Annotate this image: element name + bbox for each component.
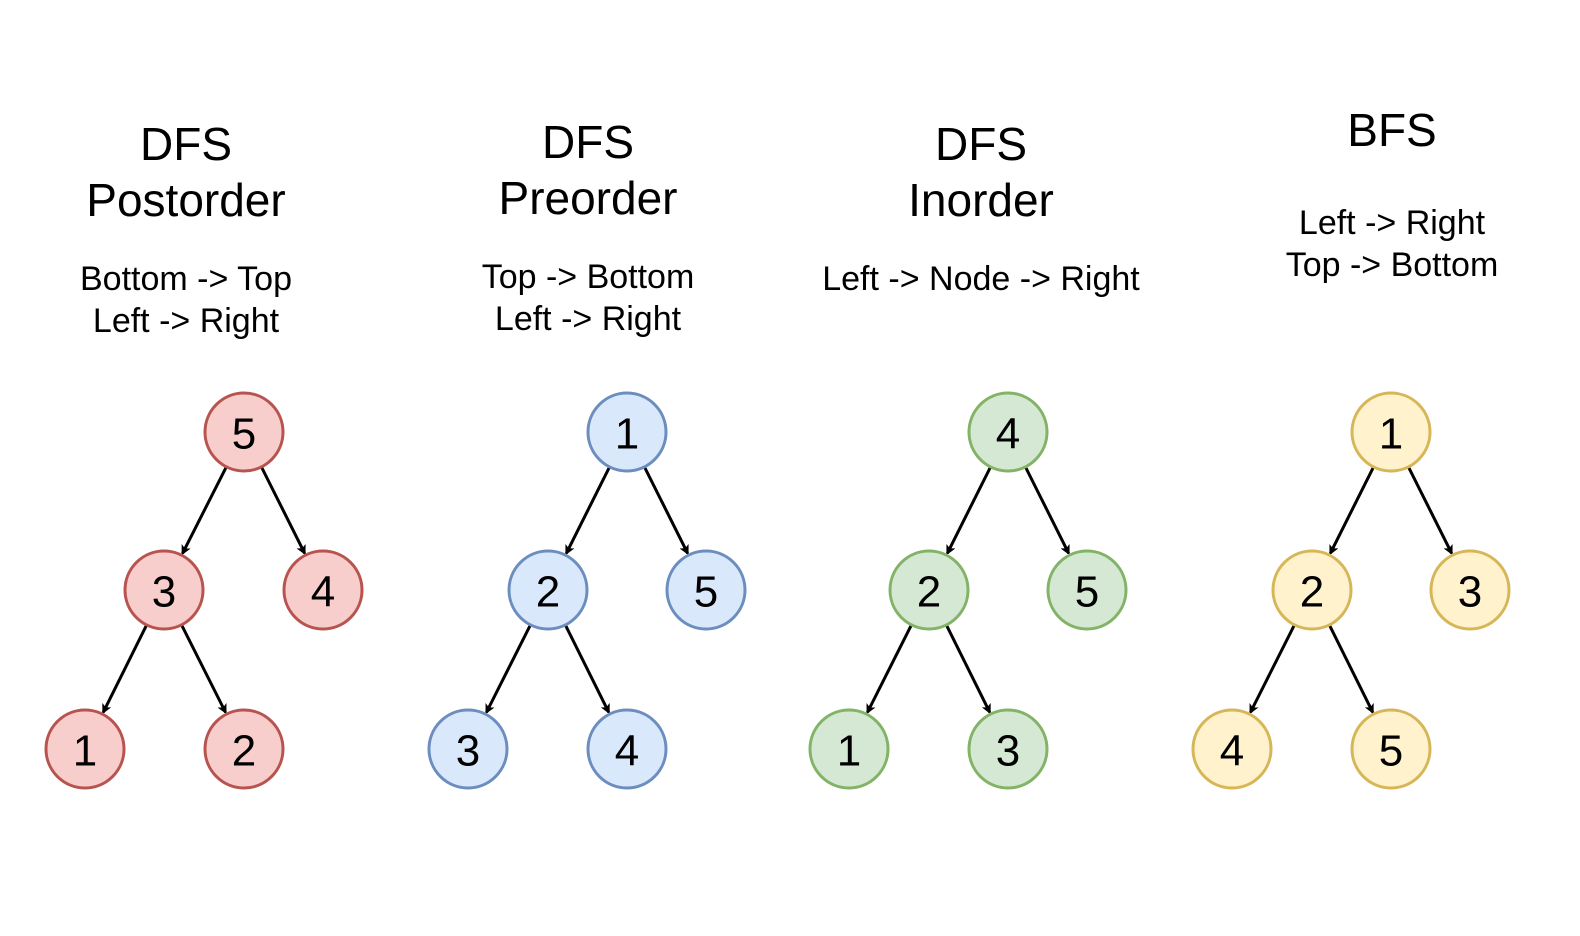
tree-node-circle bbox=[282, 549, 364, 631]
tree-node: 2 bbox=[1271, 549, 1353, 631]
tree-edge-arrow bbox=[181, 467, 228, 556]
tree-edge-arrow bbox=[1249, 625, 1296, 715]
tree-node: 5 bbox=[1350, 708, 1432, 790]
tree-edge-arrow bbox=[866, 625, 913, 715]
tree-node: 3 bbox=[123, 549, 205, 631]
tree-node-label: 2 bbox=[232, 727, 256, 776]
tree-node: 3 bbox=[427, 708, 509, 790]
tree-node-label: 1 bbox=[1379, 410, 1403, 459]
panel-order-description: Top -> Bottom bbox=[482, 258, 695, 296]
tree-node-label: 3 bbox=[996, 727, 1020, 776]
tree-edge-arrow bbox=[1328, 625, 1375, 715]
tree-node-label: 1 bbox=[615, 410, 639, 459]
tree-node-label: 1 bbox=[837, 727, 861, 776]
tree-node-circle bbox=[203, 708, 285, 790]
tree-node-circle bbox=[665, 549, 747, 631]
tree-node-label: 5 bbox=[232, 410, 256, 459]
panel-order-description: Left -> Node -> Right bbox=[822, 260, 1140, 298]
tree-node-circle bbox=[967, 391, 1049, 473]
panel-title-line: BFS bbox=[1347, 104, 1436, 156]
panel-order-description: Left -> Right bbox=[93, 302, 280, 340]
tree-node-label: 3 bbox=[456, 727, 480, 776]
tree-node-label: 4 bbox=[615, 727, 639, 776]
tree-node-label: 1 bbox=[73, 727, 97, 776]
tree-node-circle bbox=[1350, 708, 1432, 790]
tree-node-circle bbox=[1271, 549, 1353, 631]
tree-edge-arrow bbox=[564, 625, 611, 715]
tree-node-label: 4 bbox=[311, 568, 335, 617]
tree-node-circle bbox=[44, 708, 126, 790]
tree-node: 1 bbox=[586, 391, 668, 473]
tree-edge-arrow bbox=[945, 625, 992, 715]
tree-node: 1 bbox=[808, 708, 890, 790]
tree-node-circle bbox=[888, 549, 970, 631]
panel-title-line: DFS bbox=[542, 116, 634, 168]
tree-node: 2 bbox=[888, 549, 970, 631]
tree-node-circle bbox=[203, 391, 285, 473]
tree-node: 4 bbox=[1191, 708, 1273, 790]
tree-node: 5 bbox=[665, 549, 747, 631]
tree-node-label: 3 bbox=[1458, 568, 1482, 617]
panel-order-description: Left -> Right bbox=[495, 300, 682, 338]
tree-edge-arrow bbox=[1024, 467, 1071, 556]
tree-node-circle bbox=[586, 708, 668, 790]
tree-edge-arrow bbox=[1328, 467, 1375, 556]
tree-edge-arrow bbox=[945, 467, 992, 556]
tree-node-label: 5 bbox=[1075, 568, 1099, 617]
tree-node-circle bbox=[586, 391, 668, 473]
panel-title-line: DFS bbox=[140, 118, 232, 170]
tree-node-label: 5 bbox=[1379, 727, 1403, 776]
panel-title-line: Inorder bbox=[908, 174, 1054, 226]
tree-node-circle bbox=[1046, 549, 1128, 631]
tree-node: 2 bbox=[507, 549, 589, 631]
tree-edge-arrow bbox=[1407, 467, 1454, 556]
tree-edge-arrow bbox=[564, 467, 611, 556]
tree-edge-arrow bbox=[485, 625, 532, 715]
panel-title-line: Preorder bbox=[499, 172, 678, 224]
tree-node: 4 bbox=[586, 708, 668, 790]
tree-node-label: 2 bbox=[1300, 568, 1324, 617]
tree-node-circle bbox=[808, 708, 890, 790]
tree-node-circle bbox=[1350, 391, 1432, 473]
tree-edge-arrow bbox=[101, 625, 148, 715]
tree-node: 5 bbox=[1046, 549, 1128, 631]
tree-node-circle bbox=[1429, 549, 1511, 631]
tree-node: 1 bbox=[44, 708, 126, 790]
tree-node-label: 4 bbox=[1220, 727, 1244, 776]
tree-node: 5 bbox=[203, 391, 285, 473]
tree-node: 3 bbox=[967, 708, 1049, 790]
tree-edge-arrow bbox=[180, 625, 227, 715]
tree-node-circle bbox=[967, 708, 1049, 790]
tree-node: 3 bbox=[1429, 549, 1511, 631]
tree-node: 1 bbox=[1350, 391, 1432, 473]
panel-order-description: Bottom -> Top bbox=[80, 260, 292, 298]
tree-node-label: 3 bbox=[152, 568, 176, 617]
tree-node-circle bbox=[1191, 708, 1273, 790]
tree-node-label: 2 bbox=[536, 568, 560, 617]
panel-title-line: Postorder bbox=[86, 174, 285, 226]
panel-order-description: Left -> Right bbox=[1299, 204, 1486, 242]
tree-node-circle bbox=[427, 708, 509, 790]
tree-node-circle bbox=[507, 549, 589, 631]
tree-edge-arrow bbox=[643, 467, 690, 556]
tree-node: 4 bbox=[282, 549, 364, 631]
tree-node: 4 bbox=[967, 391, 1049, 473]
tree-node-label: 5 bbox=[694, 568, 718, 617]
panel-title-line: DFS bbox=[935, 118, 1027, 170]
panel-order-description: Top -> Bottom bbox=[1286, 246, 1499, 284]
tree-node-label: 2 bbox=[917, 568, 941, 617]
tree-node-circle bbox=[123, 549, 205, 631]
tree-edge-arrow bbox=[260, 467, 307, 556]
tree-node-label: 4 bbox=[996, 410, 1020, 459]
tree-node: 2 bbox=[203, 708, 285, 790]
